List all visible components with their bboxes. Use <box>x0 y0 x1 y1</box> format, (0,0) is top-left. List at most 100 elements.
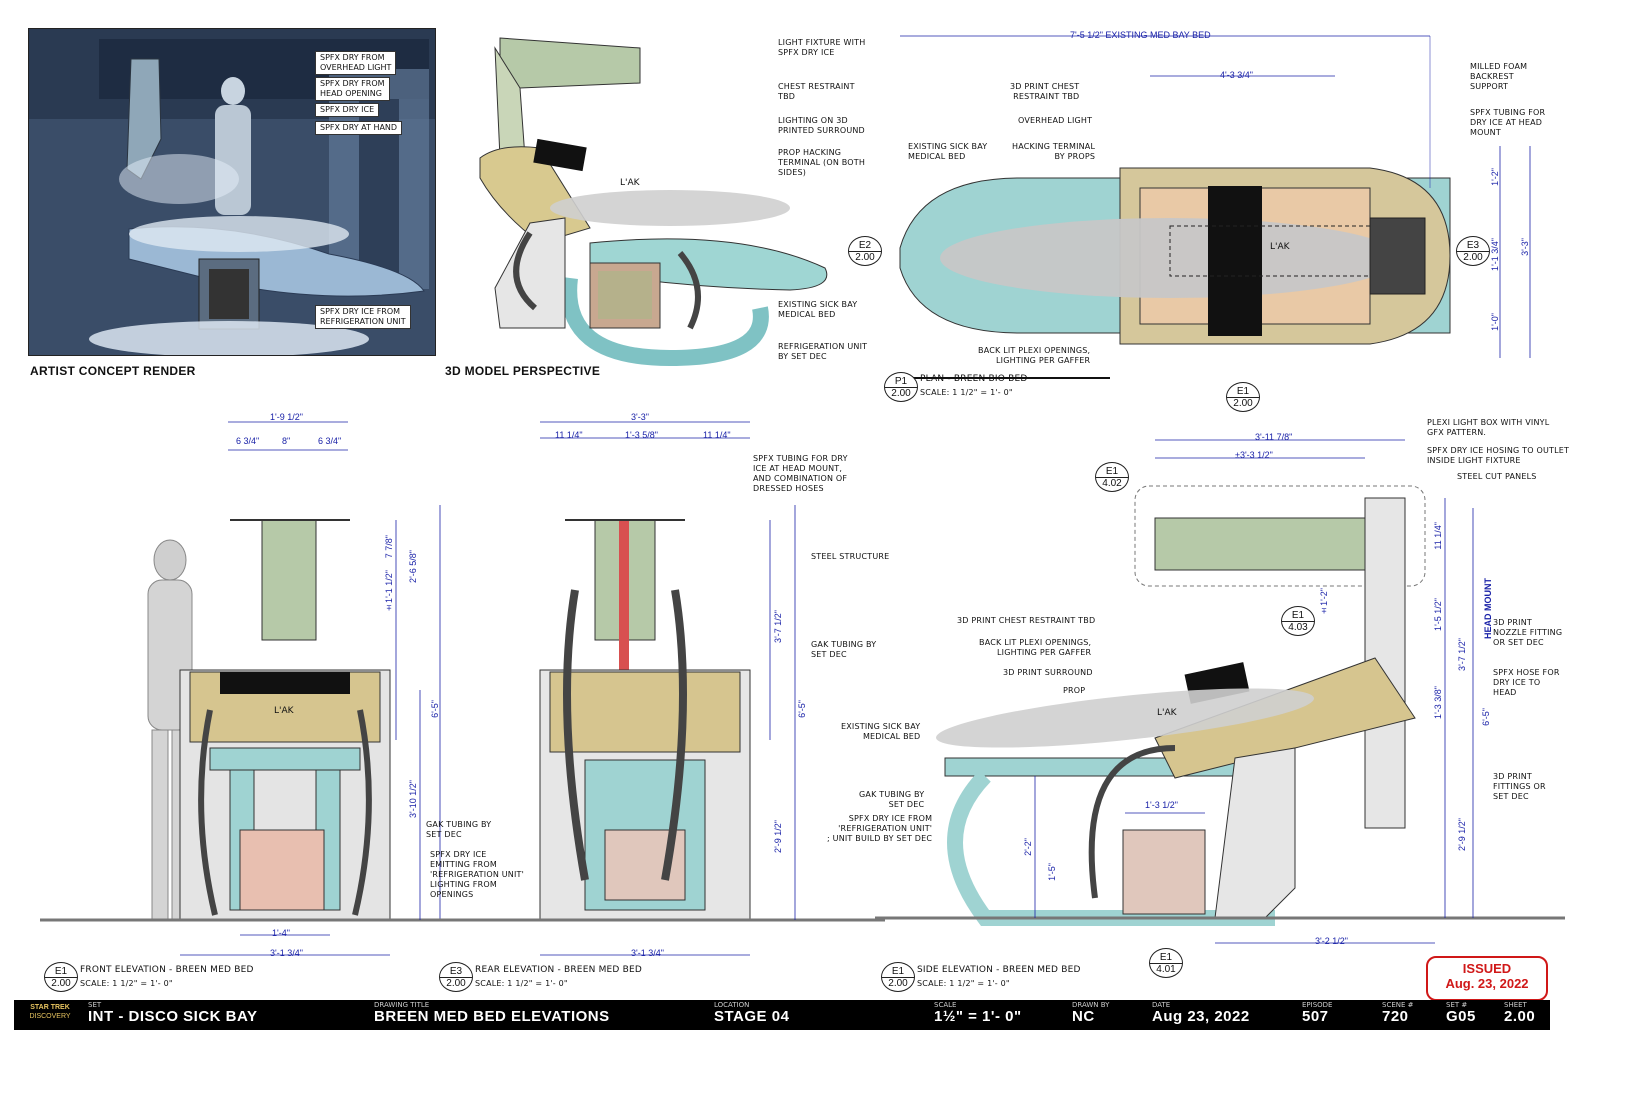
side-callout-chest-restraint: 3D PRINT CHEST RESTRAINT TBD <box>957 616 1096 625</box>
plan-drawing <box>890 35 1531 379</box>
ref-e1-plan-top: E1 <box>1227 386 1259 398</box>
front-callout-spfx-ice: SPFX DRY ICE EMITTING FROM 'REFRIGERATIO… <box>430 850 525 899</box>
model-character-label: L'AK <box>620 178 640 188</box>
side-dim-v-1: 11 1/4" <box>1433 522 1443 550</box>
side-scale: SCALE: 1 1/2" = 1'- 0" <box>917 979 1010 988</box>
plan-title-badge: P1 2.00 <box>884 372 918 402</box>
plan-dim-right-2: 1'-1 3/4" <box>1490 238 1500 271</box>
front-title: FRONT ELEVATION - BREEN MED BED <box>80 965 254 975</box>
plan-overall-dim: 7'-5 1/2" EXISTING MED BAY BED <box>1070 30 1211 40</box>
set-number-label: SET # <box>1446 1001 1468 1009</box>
side-elevation-drawing <box>875 439 1565 944</box>
concept-callout-head-opening: SPFX DRY FROM HEAD OPENING <box>315 77 390 101</box>
set-value: INT - DISCO SICK BAY <box>88 1008 258 1025</box>
side-callout-prop: PROP <box>1063 686 1086 695</box>
side-dim-bottom-fridge: 1'-3 1/2" <box>1145 800 1178 810</box>
location-label: LOCATION <box>714 1001 750 1009</box>
rear-elevation-drawing <box>435 421 885 956</box>
rear-dim-left: 11 1/4" <box>555 430 583 440</box>
model-perspective: LIGHT FIXTURE WITH SPFX DRY ICE CHEST RE… <box>440 28 880 368</box>
scale-label: SCALE <box>934 1001 957 1009</box>
model-title: 3D MODEL PERSPECTIVE <box>445 364 601 378</box>
front-callout-gak-tubing: GAK TUBING BY SET DEC <box>426 820 492 839</box>
ref-e2-top: E2 <box>849 240 881 252</box>
ref-e2-bottom: 2.00 <box>855 251 875 263</box>
side-dim-v-3: 1'-5 1/2" <box>1433 598 1443 631</box>
side-dim-v-overall: 6'-5" <box>1481 708 1491 726</box>
scene-label: SCENE # <box>1382 1001 1414 1009</box>
front-title-sheet: 2.00 <box>51 977 71 989</box>
side-title-sheet: 2.00 <box>888 977 908 989</box>
front-title-number: E1 <box>45 966 77 978</box>
plan-callout-spfx-tubing: SPFX TUBING FOR DRY ICE AT HEAD MOUNT <box>1470 108 1546 137</box>
side-callout-steel-panels: STEEL CUT PANELS <box>1457 472 1537 481</box>
front-dim-left: 6 3/4" <box>236 436 260 446</box>
plan-scale: SCALE: 1 1/2" = 1'- 0" <box>920 388 1013 397</box>
plan-callout-hacking-terminal: HACKING TERMINAL BY PROPS <box>1012 142 1096 161</box>
rear-title: REAR ELEVATION - BREEN MED BED <box>475 965 643 975</box>
set-label: SET <box>88 1001 102 1009</box>
rear-dim-bottom: 3'-1 3/4" <box>631 948 664 958</box>
side-callout-fittings: 3D PRINT FITTINGS OR SET DEC <box>1493 772 1546 801</box>
side-title-badge: E1 2.00 <box>881 962 915 992</box>
rear-title-number: E3 <box>440 966 472 978</box>
plan-view: 7'-5 1/2" EXISTING MED BAY BED 4'-3 3/4"… <box>884 28 1550 418</box>
side-dim-v-2: ±1'-2" <box>1319 588 1329 616</box>
sheet-value: 2.00 <box>1504 1008 1536 1025</box>
front-elevation-drawing <box>40 421 460 956</box>
model-callout-lighting: LIGHTING ON 3D PRINTED SURROUND <box>778 116 865 135</box>
side-elevation: 3'-11 7/8" ±3'-3 1/2" 11 1/4" ±1'-2" 1'-… <box>827 418 1569 1000</box>
front-dim-center: 8" <box>282 436 291 446</box>
model-callout-hacking-terminal: PROP HACKING TERMINAL (ON BOTH SIDES) <box>778 148 866 177</box>
rear-scale: SCALE: 1 1/2" = 1'- 0" <box>475 979 568 988</box>
rear-callout-spfx-tubing: SPFX TUBING FOR DRY ICE AT HEAD MOUNT, A… <box>753 454 848 493</box>
plan-callout-existing-bed: EXISTING SICK BAY MEDICAL BED <box>908 142 988 161</box>
side-callout-plexi-box: PLEXI LIGHT BOX WITH VINYL GFX PATTERN. <box>1427 418 1550 437</box>
side-dim-overall-width: 3'-11 7/8" <box>1255 432 1293 442</box>
ref-e1-402-top: E1 <box>1096 466 1128 478</box>
concept-callout-at-hand: SPFX DRY AT HAND <box>315 121 403 135</box>
rear-elevation: 3'-3" 11 1/4" 1'-3 5/8" 11 1/4" 3'-7 1/2… <box>435 410 889 1000</box>
side-callout-backlit-plexi: BACK LIT PLEXI OPENINGS, LIGHTING PER GA… <box>979 638 1092 657</box>
issued-stamp: ISSUED Aug. 23, 2022 <box>1426 956 1548 1001</box>
side-title: SIDE ELEVATION - BREEN MED BED <box>917 965 1081 975</box>
model-callout-chest-restraint: CHEST RESTRAINT TBD <box>778 82 855 101</box>
side-dim-v-8: 2'-2" <box>1023 838 1033 856</box>
location-value: STAGE 04 <box>714 1008 790 1025</box>
show-logo-line1: STAR TREK <box>30 1004 70 1011</box>
concept-callout-refrigeration: SPFX DRY ICE FROM REFRIGERATION UNIT <box>315 305 411 329</box>
front-dim-overall-width: 1'-9 1/2" <box>270 412 303 422</box>
ref-e3-bottom: 2.00 <box>1463 251 1483 263</box>
ref-e1-402-bottom: 4.02 <box>1102 477 1122 489</box>
ref-e3-top: E3 <box>1457 240 1489 252</box>
concept-callout-dry-ice: SPFX DRY ICE <box>315 103 380 117</box>
show-logo-line2: DISCOVERY <box>29 1013 71 1020</box>
rear-dim-overall-width: 3'-3" <box>631 412 649 422</box>
side-character-label: L'AK <box>1157 708 1177 718</box>
front-dim-v-1: 7 7/8" <box>384 535 394 559</box>
plan-callout-chest-restraint: 3D PRINT CHEST RESTRAINT TBD <box>1010 82 1080 101</box>
side-dim-v-9: 1'-5" <box>1047 863 1057 881</box>
rear-title-badge: E3 2.00 <box>439 962 473 992</box>
episode-value: 507 <box>1302 1008 1329 1025</box>
front-dim-bottom-overall: 3'-1 3/4" <box>270 948 303 958</box>
plan-title: PLAN - BREEN BIO BED <box>920 374 1028 384</box>
plan-title-number: P1 <box>885 376 917 388</box>
front-title-badge: E1 2.00 <box>44 962 78 992</box>
sheet-label: SHEET <box>1504 1001 1527 1009</box>
plan-dim-right-1: 1'-2" <box>1490 168 1500 186</box>
model-callout-light-fixture: LIGHT FIXTURE WITH SPFX DRY ICE <box>778 38 866 57</box>
ref-e1-403-bottom: 4.03 <box>1288 621 1308 633</box>
rear-dim-v-lower: 2'-9 1/2" <box>773 820 783 853</box>
side-title-number: E1 <box>882 966 914 978</box>
rear-dim-v-upper: 3'-7 1/2" <box>773 610 783 643</box>
side-callout-gak-tubing: GAK TUBING BY SET DEC <box>859 790 925 809</box>
set-number-value: G05 <box>1446 1008 1476 1025</box>
ref-e1-plan-bottom: 2.00 <box>1233 397 1253 409</box>
model-callout-existing-bed: EXISTING SICK BAY MEDICAL BED <box>778 300 858 319</box>
model-perspective-drawing <box>479 37 828 367</box>
